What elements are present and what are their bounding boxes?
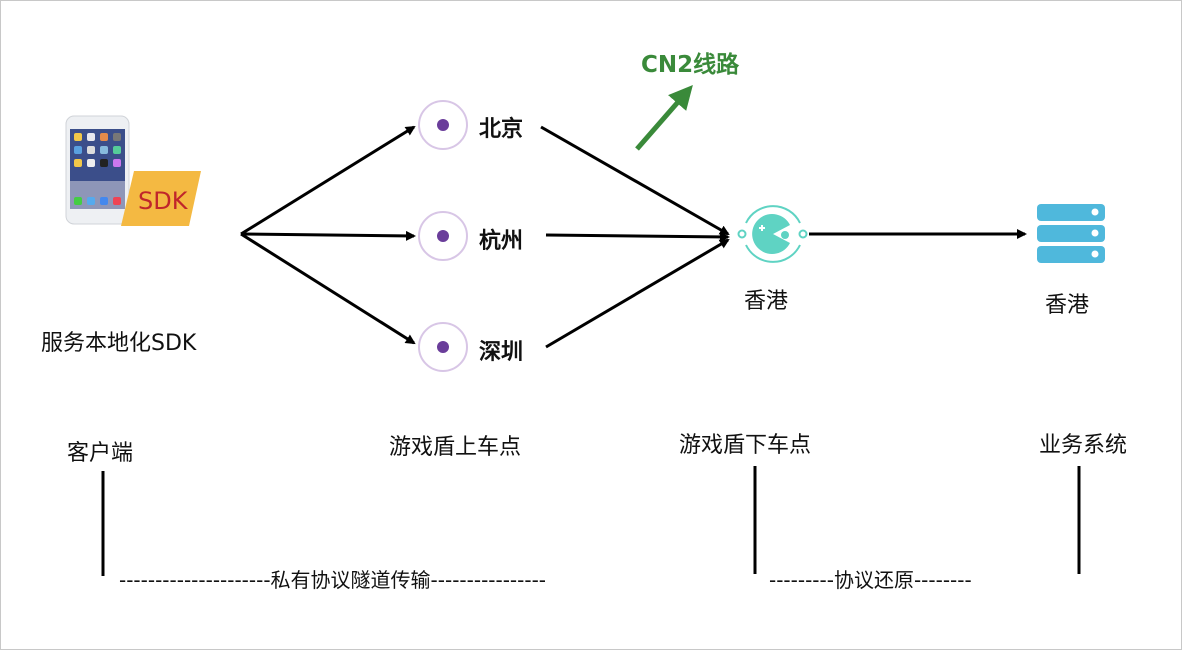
tier-client: 客户端 [67,441,134,466]
restore-channel-label: ---------协议还原-------- [769,568,972,592]
sdk-badge [121,171,201,226]
client-label: 服务本地化SDK [41,331,197,356]
tier-dividers [101,466,1081,576]
entry-node-shenzhen: 深圳 [479,340,524,365]
business-server-label: 香港 [1045,293,1090,318]
sdk-badge-label: SDK [138,187,188,215]
exit-node-label: 香港 [744,289,789,314]
phone-icon [65,115,130,225]
client-to-entry-arrows [240,125,1027,349]
game-shield-icon [737,205,808,263]
entry-node-beijing: 北京 [479,117,524,142]
entry-node-hangzhou: 杭州 [479,229,524,254]
server-icon [1037,204,1105,263]
cn2-label: CN2线路 [641,52,740,78]
tier-entry: 游戏盾上车点 [389,435,522,460]
tier-business: 业务系统 [1039,433,1128,458]
entry-node-icons [418,100,468,372]
tunnel-channel-label: ---------------------私有协议隧道传输-----------… [119,568,547,592]
cn2-arrow [635,84,693,151]
tier-exit: 游戏盾下车点 [679,433,812,458]
